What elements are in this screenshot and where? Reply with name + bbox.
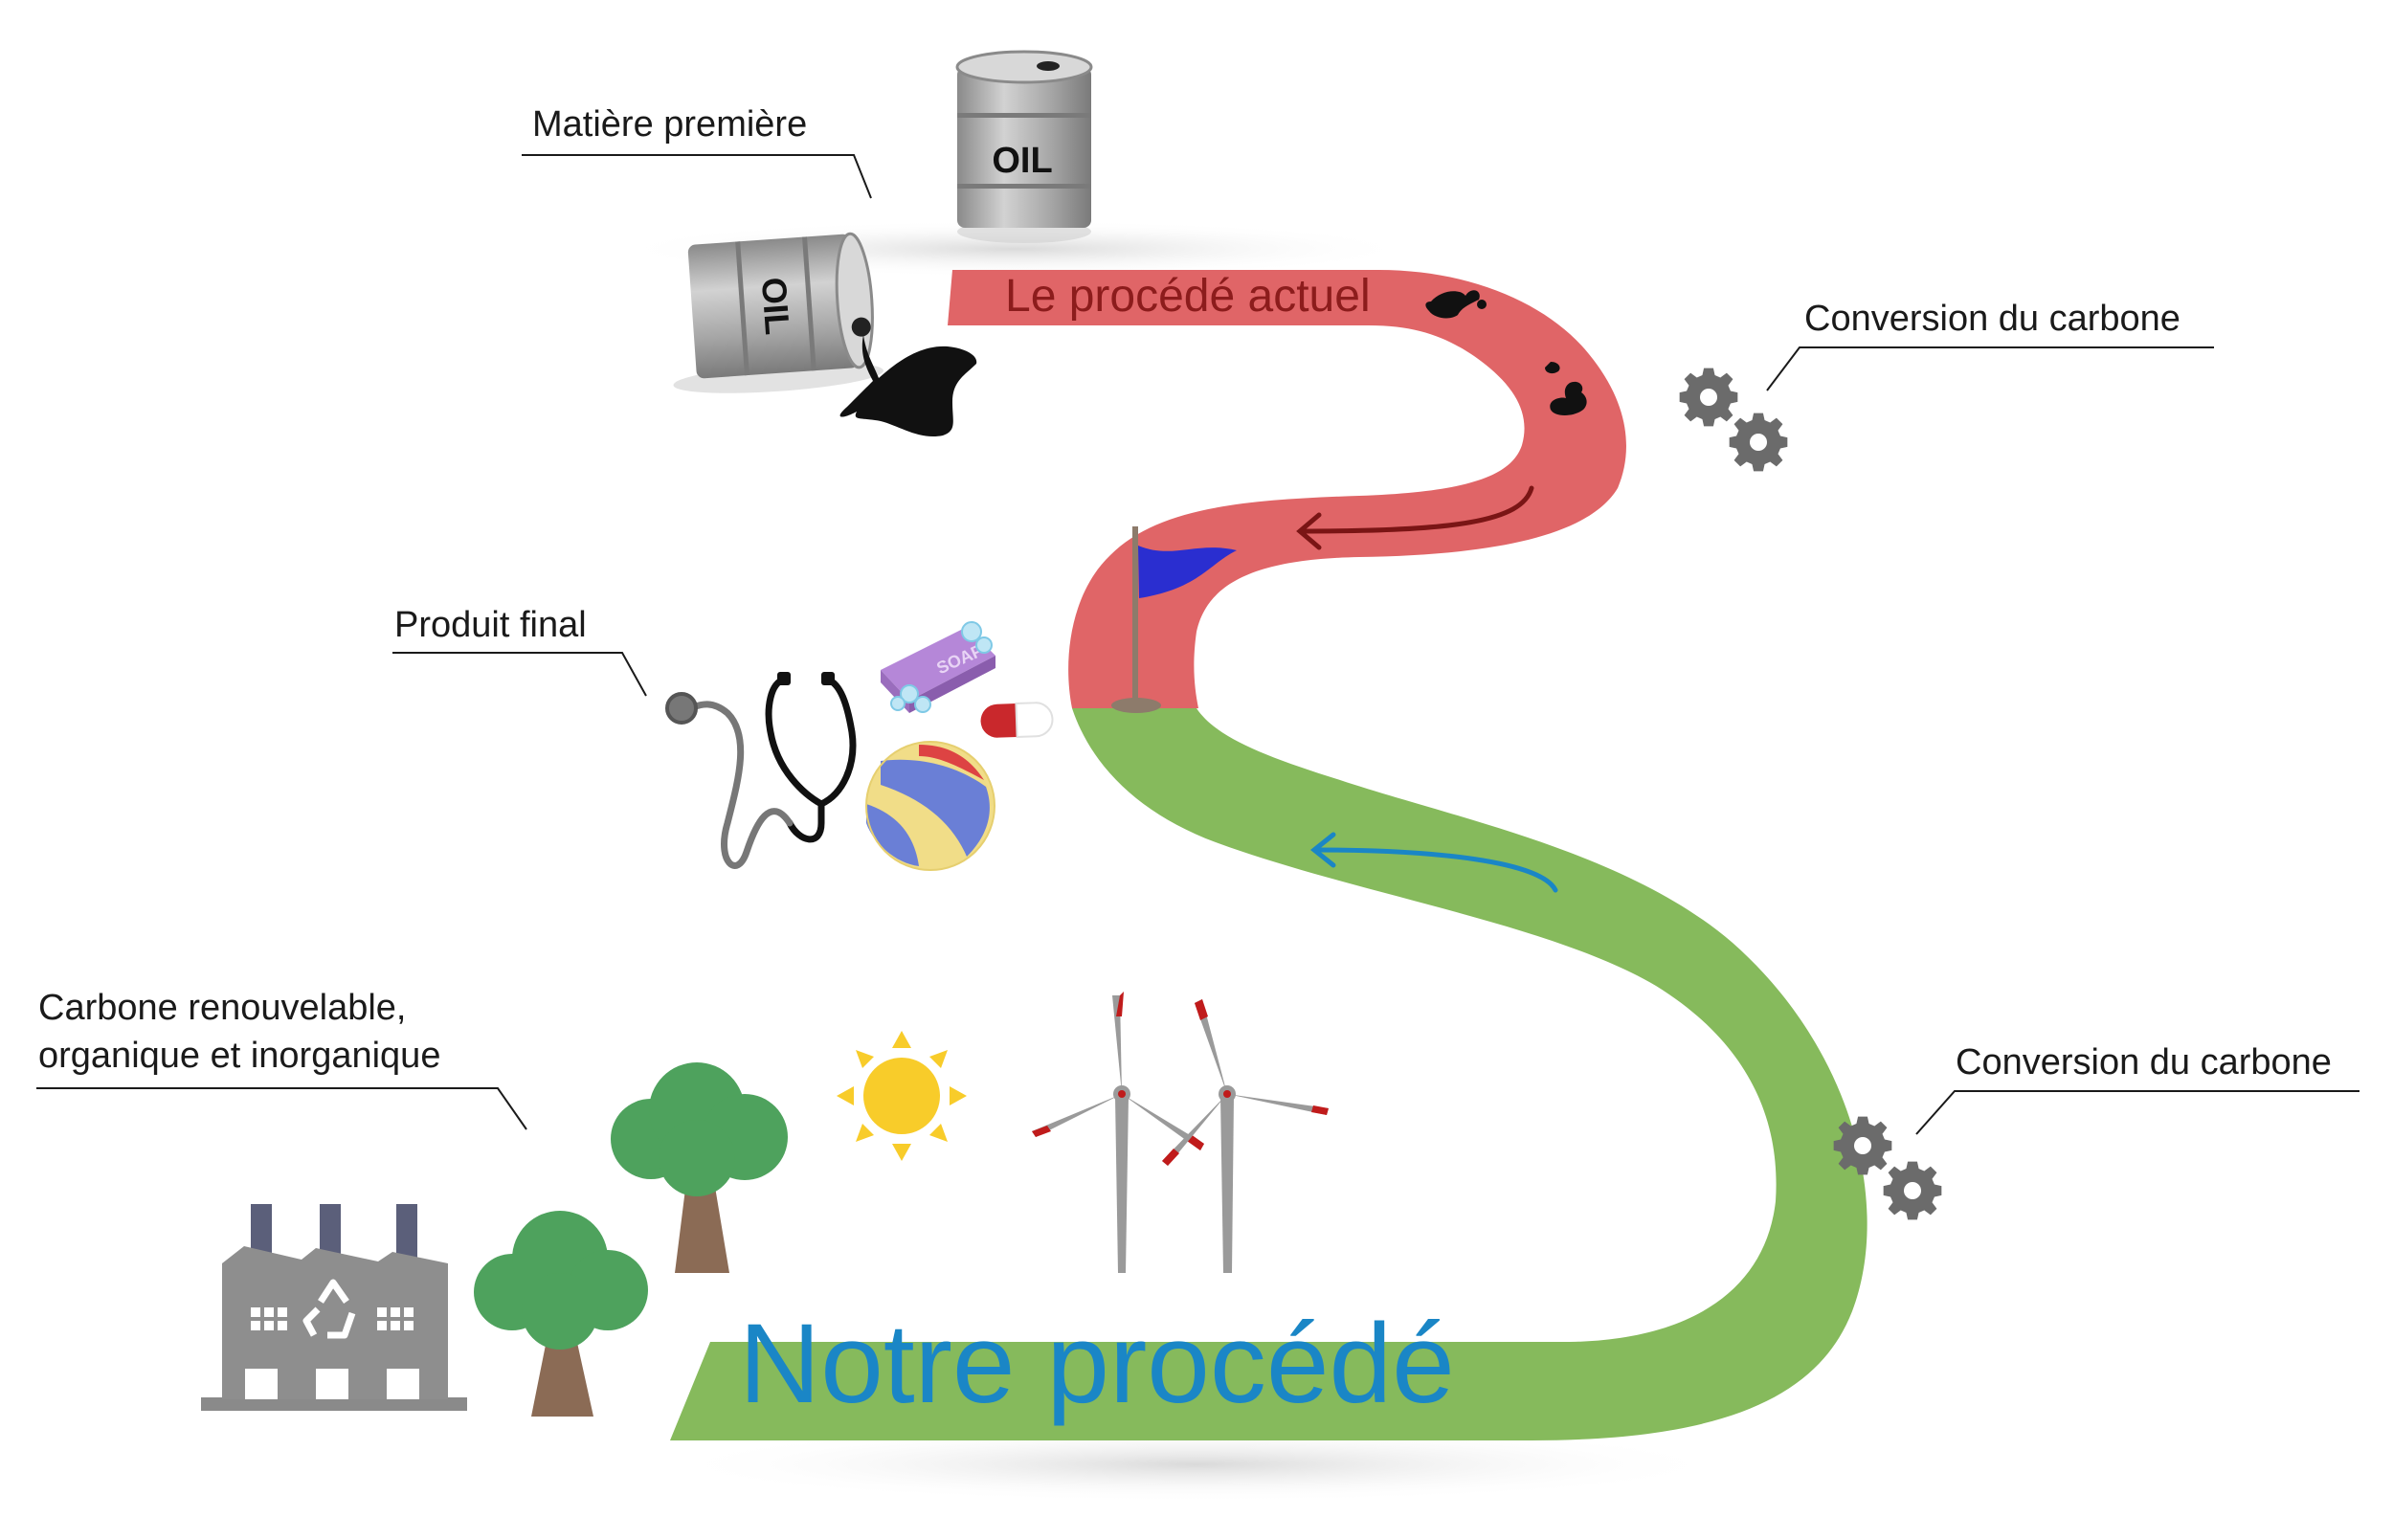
raw-material-label: Matière première xyxy=(532,104,807,145)
current-process-title: Le procédé actuel xyxy=(1005,271,1371,322)
renewable-label-line1: Carbone renouvelable, xyxy=(38,988,407,1028)
road-shadow xyxy=(660,1426,1733,1503)
oil-spill-icon xyxy=(839,335,977,437)
conversion-bottom-label: Conversion du carbone xyxy=(1956,1042,2332,1082)
our-process-arrow xyxy=(1309,832,1558,893)
renewable-carbon-callout: Carbone renouvelable, organique et inorg… xyxy=(36,988,527,1130)
our-process-title: Notre procédé xyxy=(739,1301,1455,1427)
sun-icon xyxy=(837,1031,967,1161)
current-process-road xyxy=(948,270,1626,708)
oil-spots xyxy=(1425,290,1587,415)
tree-back-icon xyxy=(611,1062,788,1273)
conversion-top-label: Conversion du carbone xyxy=(1804,299,2181,339)
final-product-callout: Produit final xyxy=(392,605,647,697)
oil-barrel-tipped-icon: OIL xyxy=(673,232,883,393)
barrel-tipped-text: OIL xyxy=(754,276,797,336)
pill-icon xyxy=(980,702,1054,739)
raw-material-callout: Matière première xyxy=(522,104,872,199)
beach-ball-icon xyxy=(865,741,995,871)
oil-barrel-upright-icon: OIL xyxy=(955,50,1093,243)
barrel-upright-text: OIL xyxy=(992,141,1052,181)
current-process-arrow xyxy=(1296,485,1534,550)
our-process-road xyxy=(670,708,1867,1440)
conversion-top-callout: Conversion du carbone xyxy=(1766,299,2214,391)
tree-front-icon xyxy=(474,1211,648,1417)
soap-icon: SOAP xyxy=(881,621,995,713)
conversion-bottom-callout: Conversion du carbone xyxy=(1915,1042,2359,1135)
recycling-factory-icon xyxy=(201,1204,467,1411)
wind-turbine-right-icon xyxy=(1162,999,1329,1273)
stethoscope-icon xyxy=(665,672,857,869)
wind-turbine-left-icon xyxy=(1032,992,1204,1273)
final-product-label: Produit final xyxy=(394,605,587,645)
recycle-icon xyxy=(302,1279,356,1339)
flag-icon xyxy=(1111,526,1237,713)
renewable-label-line2: organique et inorganique xyxy=(38,1036,440,1076)
